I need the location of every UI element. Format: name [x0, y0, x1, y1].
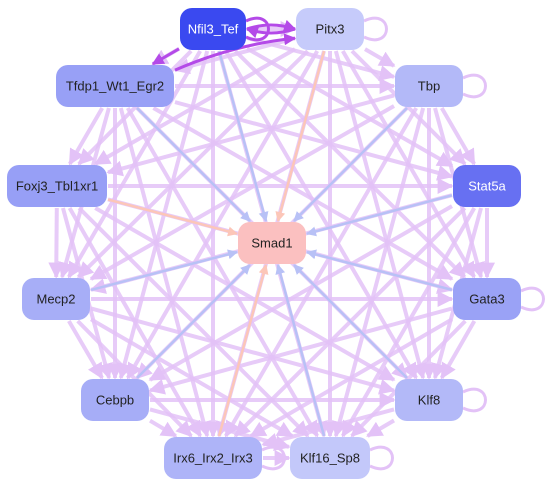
node-Mecp2[interactable]: Mecp2: [22, 278, 90, 320]
node-Cebpb[interactable]: Cebpb: [81, 379, 149, 421]
node-label: Pitx3: [316, 22, 345, 37]
self-loop-Nfil3_Tef: [245, 16, 270, 42]
node-box: [56, 65, 174, 107]
node-box: [22, 278, 90, 320]
node-box: [238, 222, 306, 264]
node-Gata3[interactable]: Gata3: [453, 278, 521, 320]
edge-Stat5a-Smad1: [306, 194, 453, 237]
node-label: Nfil3_Tef: [188, 22, 239, 37]
edge-layer: [48, 16, 545, 471]
self-loop-Pitx3: [363, 16, 388, 42]
node-box: [164, 437, 262, 479]
edge-Pitx3-Tbp: [364, 47, 396, 68]
edge-Mecp2-Smad1: [90, 249, 238, 292]
node-label: Mecp2: [36, 292, 75, 307]
node-label: Irx6_Irx2_Irx3: [173, 451, 252, 466]
node-box: [296, 8, 364, 50]
self-loop-Klf16_Sp8: [369, 445, 394, 471]
edge-Pitx3-Tfdp1_Wt1_Egr2: [173, 36, 296, 75]
node-box: [453, 165, 521, 207]
node-Nfil3_Tef[interactable]: Nfil3_Tef: [180, 8, 246, 50]
edge-Cebpb-Smad1: [136, 264, 251, 379]
edge-Tbp-Smad1: [293, 107, 408, 222]
edge-Tbp-Irx6_Irx2_Irx3: [224, 106, 418, 438]
node-label: Foxj3_Tbl1xr1: [16, 179, 98, 194]
edge-Gata3-Smad1: [306, 249, 453, 292]
edge-Klf16_Sp8-Smad1: [275, 264, 326, 437]
edge-Gata3-Irx6_Irx2_Irx3: [249, 317, 454, 438]
edge-Tbp-Stat5a: [440, 106, 476, 166]
edge-Klf8-Klf16_Sp8: [366, 418, 396, 438]
edge-Foxj3_Tbl1xr1-Mecp2: [48, 207, 65, 279]
node-label: Smad1: [251, 236, 292, 251]
edge-Mecp2-Cebpb: [67, 319, 104, 380]
edge-Irx6_Irx2_Irx3-Smad1: [217, 264, 269, 437]
edge-Pitx3-Smad1: [275, 50, 326, 222]
node-box: [7, 165, 107, 207]
node-Smad1[interactable]: Smad1: [238, 222, 306, 264]
node-Tbp[interactable]: Tbp: [395, 65, 463, 107]
node-box: [180, 8, 246, 50]
edge-Nfil3_Tef-Smad1: [217, 50, 269, 222]
edge-Gata3-Klf8: [439, 320, 477, 380]
node-label: Klf8: [418, 393, 440, 408]
node-box: [290, 437, 370, 479]
edge-Tfdp1_Wt1_Egr2-Stat5a: [174, 100, 454, 181]
edge-strong-Nfil3-Tfdp1: [151, 47, 180, 66]
self-loop-Irx6_Irx2_Irx3: [261, 445, 286, 471]
node-box: [453, 278, 521, 320]
edge-Nfil3_Tef-Klf8: [224, 49, 418, 380]
edge-Tbp-Foxj3_Tbl1xr1: [106, 93, 395, 177]
edge-strong-Pitx3-Nfil3: [245, 26, 296, 39]
node-Klf8[interactable]: Klf8: [395, 379, 463, 421]
self-loop-Gata3: [520, 286, 545, 312]
edge-Tfdp1_Wt1_Egr2-Foxj3_Tbl1xr1: [68, 106, 104, 166]
node-label: Tfdp1_Wt1_Egr2: [66, 79, 164, 94]
edge-Cebpb-Irx6_Irx2_Irx3: [148, 418, 178, 438]
edge-Stat5a-Cebpb: [148, 204, 453, 382]
node-label: Gata3: [469, 292, 504, 307]
node-label: Cebpb: [96, 393, 134, 408]
self-loop-Klf8: [462, 387, 487, 413]
edge-Tfdp1_Wt1_Egr2-Gata3: [152, 106, 454, 281]
node-Stat5a[interactable]: Stat5a: [453, 165, 521, 207]
node-label: Tbp: [418, 79, 440, 94]
node-Irx6_Irx2_Irx3[interactable]: Irx6_Irx2_Irx3: [164, 437, 262, 479]
node-label: Stat5a: [468, 179, 506, 194]
edge-Tfdp1_Wt1_Egr2-Smad1: [136, 107, 251, 222]
node-label: Klf16_Sp8: [300, 451, 360, 466]
edge-Tbp-Mecp2: [89, 104, 395, 281]
edge-Foxj3_Tbl1xr1-Klf8: [94, 206, 396, 382]
node-Tfdp1_Wt1_Egr2[interactable]: Tfdp1_Wt1_Egr2: [56, 65, 174, 107]
node-Foxj3_Tbl1xr1[interactable]: Foxj3_Tbl1xr1: [7, 165, 107, 207]
edge-Klf8-Smad1: [293, 264, 408, 379]
edge-Foxj3_Tbl1xr1-Smad1: [107, 198, 238, 237]
node-box: [395, 379, 463, 421]
node-box: [395, 65, 463, 107]
edge-Pitx3-Cebpb: [126, 49, 319, 380]
edge-Tfdp1_Wt1_Egr2-Klf16_Sp8: [125, 106, 320, 438]
node-Klf16_Sp8[interactable]: Klf16_Sp8: [290, 437, 370, 479]
node-Pitx3[interactable]: Pitx3: [296, 8, 364, 50]
node-box: [81, 379, 149, 421]
edge-Klf8-Irx6_Irx2_Irx3: [261, 407, 395, 449]
self-loop-Tbp: [462, 73, 487, 99]
